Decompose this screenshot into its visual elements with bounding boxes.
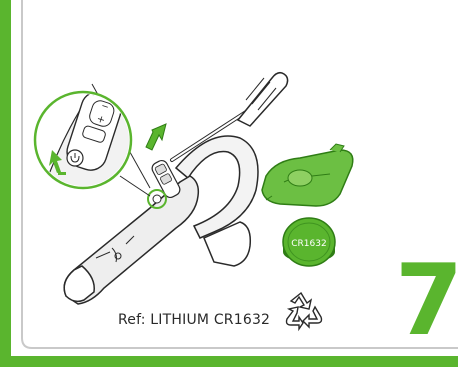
battery-cover-icon <box>262 144 353 206</box>
recycle-icon <box>287 293 322 329</box>
step-number: 7 <box>395 252 458 350</box>
battery-reference-text: Ref: LITHIUM CR1632 <box>118 312 270 328</box>
battery-label: CR1632 <box>291 239 326 249</box>
zoom-detail: − + <box>35 84 140 200</box>
coin-battery-icon: CR1632 <box>283 218 335 266</box>
up-arrow-icon <box>146 124 166 150</box>
